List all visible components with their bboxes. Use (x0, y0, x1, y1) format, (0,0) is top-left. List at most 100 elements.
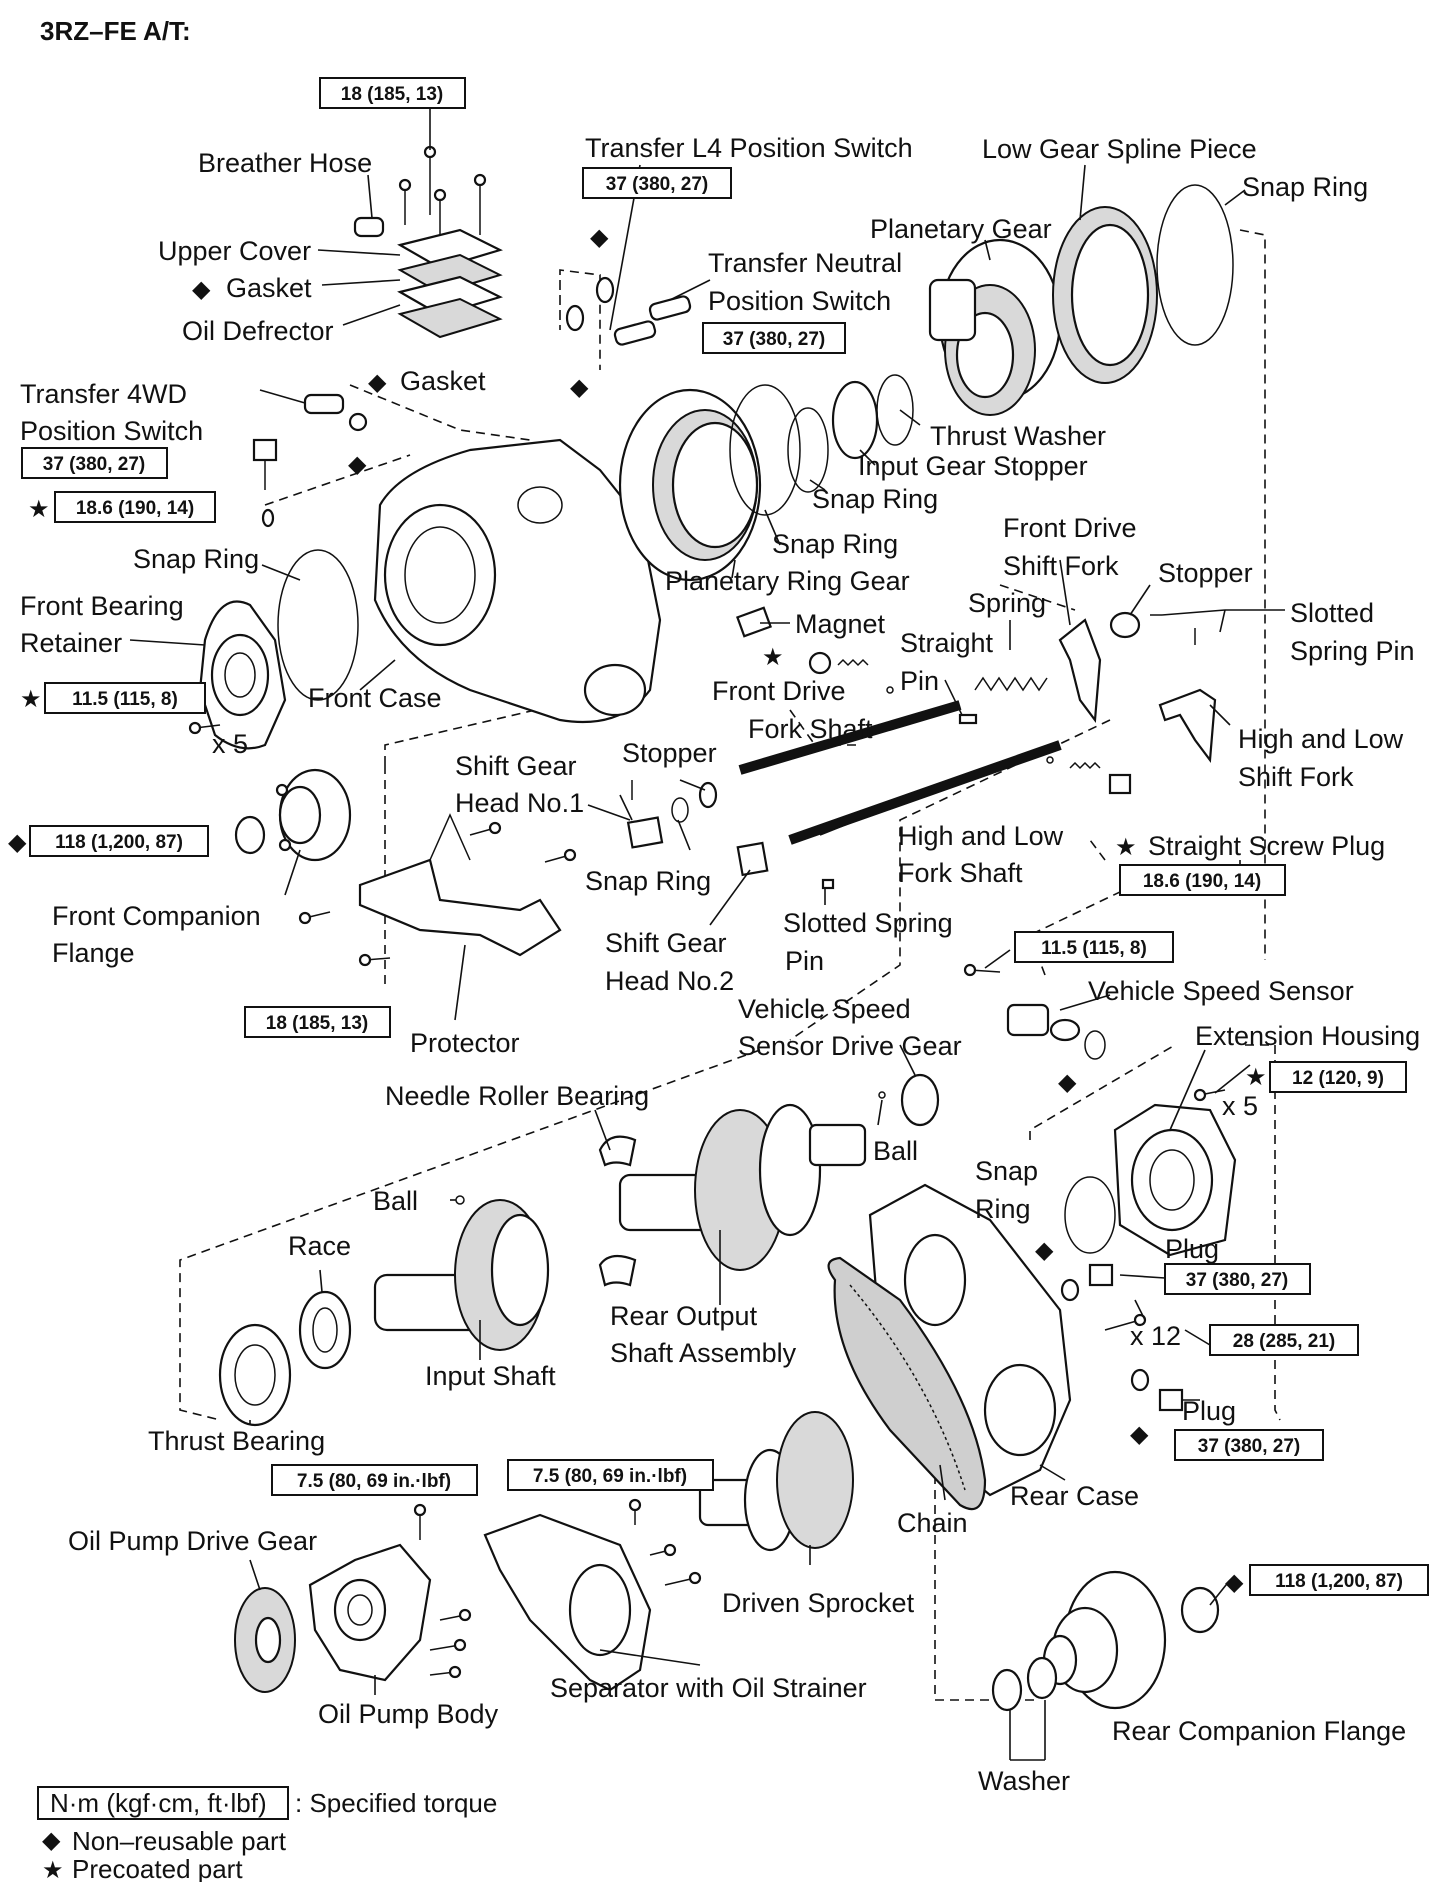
label-race: Race (288, 1231, 351, 1261)
svg-text:118 (1,200, 87): 118 (1,200, 87) (55, 832, 183, 853)
gasket-ring-part (1060, 1278, 1080, 1302)
nonreusable-marker: ◆ (368, 368, 387, 396)
label-thrust-bearing: Thrust Bearing (148, 1426, 325, 1456)
label-stopper: Stopper (1158, 558, 1253, 588)
part-labels: Breather Hose Upper Cover Gasket Oil Def… (20, 133, 1420, 1796)
o-ring-part (1084, 1030, 1106, 1060)
oil-pump-drive-gear-part (234, 1587, 296, 1693)
label-upper-cover: Upper Cover (158, 236, 311, 266)
plug-part (252, 438, 278, 462)
snap-ring-part (787, 407, 829, 493)
label-rear-case: Rear Case (1010, 1481, 1139, 1511)
precoated-marker: ★ (1115, 833, 1137, 861)
nonreusable-marker: ◆ (1058, 1068, 1077, 1096)
label-input-shaft: Input Shaft (425, 1361, 556, 1391)
gasket-ring-part (348, 412, 368, 432)
straight-pin-part (958, 713, 978, 725)
parts-drawings (188, 145, 1237, 1712)
nonreusable-marker: ◆ (1130, 1420, 1149, 1448)
thrust-washer-part (876, 374, 914, 446)
svg-text:11.5 (115, 8): 11.5 (115, 8) (72, 689, 178, 710)
label-slotted-spring-pin: Slotted Spring (783, 908, 953, 938)
label-shift-gear-head2: Head No.2 (605, 966, 734, 996)
label-vehicle-speed-sensor: Vehicle Speed Sensor (1088, 976, 1354, 1006)
label-gasket: Gasket (400, 366, 486, 396)
label-hl-fork-shaft: Fork Shaft (898, 858, 1023, 888)
label-front-drive-shift-fork: Front Drive (1003, 513, 1137, 543)
spring-part (837, 658, 869, 667)
label-stopper: Stopper (622, 738, 717, 768)
svg-text:37 (380, 27): 37 (380, 27) (43, 454, 145, 475)
bolt-icon (963, 963, 1001, 977)
label-chain: Chain (897, 1508, 968, 1538)
nonreusable-marker: ◆ (1035, 1236, 1054, 1264)
label-x5: x 5 (1222, 1091, 1258, 1121)
label-spring: Spring (968, 588, 1046, 618)
legend-diamond-icon: ◆ (42, 1826, 61, 1854)
precoated-marker: ★ (1245, 1063, 1267, 1091)
svg-text:18 (185, 13): 18 (185, 13) (341, 84, 443, 105)
label-separator: Separator with Oil Strainer (550, 1673, 867, 1703)
washer-part (1026, 1656, 1058, 1700)
snap-ring-part (729, 384, 801, 516)
needle-bearing-part (598, 1135, 637, 1167)
label-oil-defrector: Oil Defrector (182, 316, 334, 346)
legend: N·m (kgf·cm, ft·lbf) : Specified torque … (37, 1786, 497, 1882)
front-bearing-retainer-part (198, 600, 287, 750)
nonreusable-marker: ◆ (570, 373, 589, 401)
label-plug: Plug (1165, 1234, 1219, 1264)
bolt-icon (398, 145, 487, 235)
torque-box: 37 (380, 27) (1164, 1263, 1311, 1295)
label-front-bearing-retainer: Retainer (20, 628, 122, 658)
svg-text:12 (120, 9): 12 (120, 9) (1292, 1068, 1384, 1089)
precoated-marker: ★ (28, 495, 50, 523)
label-input-gear-stopper: Input Gear Stopper (858, 451, 1088, 481)
label-breather-hose: Breather Hose (198, 148, 372, 178)
label-rear-output-shaft: Shaft Assembly (610, 1338, 797, 1368)
torque-box: 11.5 (115, 8) (1014, 931, 1174, 963)
torque-box: 11.5 (115, 8) (44, 682, 206, 714)
torque-box: 118 (1,200, 87) (1249, 1564, 1429, 1596)
washer-part (595, 276, 615, 304)
legend-torque-units: N·m (kgf·cm, ft·lbf) (50, 1788, 267, 1818)
chain-part (827, 1256, 987, 1511)
switch-4wd-part (303, 393, 345, 415)
magnet-part (736, 606, 772, 638)
legend-torque-box (37, 1786, 289, 1820)
label-l4-switch: Transfer L4 Position Switch (585, 133, 913, 163)
torque-box: 7.5 (80, 69 in.·lbf) (507, 1459, 714, 1491)
switch-neutral-part (648, 295, 692, 321)
label-needle-roller-bearing: Needle Roller Bearing (385, 1081, 649, 1111)
label-driven-sprocket: Driven Sprocket (722, 1588, 915, 1618)
label-rear-output-shaft: Rear Output (610, 1301, 758, 1331)
label-x5: x 5 (212, 729, 248, 759)
label-straight-pin: Pin (900, 666, 939, 696)
nonreusable-marker: ◆ (348, 450, 367, 478)
svg-text:37 (380, 27): 37 (380, 27) (723, 329, 825, 350)
torque-box: 37 (380, 27) (582, 167, 732, 199)
plug-part (808, 651, 832, 675)
label-straight-screw-plug: Straight Screw Plug (1148, 831, 1385, 861)
svg-text:7.5 (80, 69 in.·lbf): 7.5 (80, 69 in.·lbf) (533, 1466, 687, 1487)
torque-box: 37 (380, 27) (21, 447, 168, 479)
label-front-bearing-retainer: Front Bearing (20, 591, 184, 621)
label-hl-shift-fork: High and Low (1238, 724, 1404, 754)
label-extension-housing: Extension Housing (1195, 1021, 1420, 1051)
label-shift-gear-head1: Shift Gear (455, 751, 577, 781)
vehicle-speed-sensor-part (1006, 1003, 1081, 1042)
planetary-ring-gear-part (618, 388, 762, 582)
label-snap-ring: Ring (975, 1194, 1031, 1224)
label-rear-companion-flange: Rear Companion Flange (1112, 1716, 1406, 1746)
label-ball: Ball (873, 1136, 918, 1166)
bolt-icon (188, 721, 221, 735)
label-magnet: Magnet (795, 609, 886, 639)
front-case-part (373, 438, 662, 724)
label-slotted-spring-pin: Slotted (1290, 598, 1374, 628)
label-slotted-spring-pin: Spring Pin (1290, 636, 1415, 666)
label-front-companion-flange: Flange (52, 938, 135, 968)
label-planetary-ring-gear: Planetary Ring Gear (665, 566, 910, 596)
torque-box: 18.6 (190, 14) (1119, 864, 1286, 896)
svg-text:37 (380, 27): 37 (380, 27) (1186, 1270, 1288, 1291)
thrust-bearing-part (218, 1323, 292, 1427)
label-shift-gear-head2: Shift Gear (605, 928, 727, 958)
